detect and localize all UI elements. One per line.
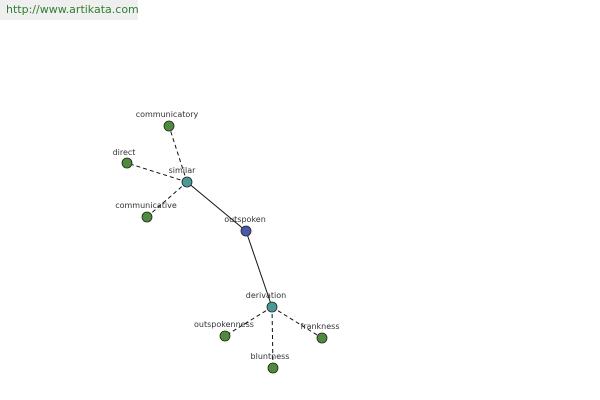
edge-derivation-frankness <box>271 306 323 339</box>
edge-similar-direct <box>126 162 188 183</box>
node-label-communicatory[interactable]: communicatory <box>136 110 199 119</box>
node-direct[interactable] <box>121 157 133 169</box>
edge-outspoken-similar <box>186 181 247 232</box>
edge-derivation-bluntness <box>271 306 274 369</box>
node-communicative[interactable] <box>141 211 153 223</box>
edges-layer <box>126 125 323 369</box>
edge-similar-communicatory <box>168 125 188 183</box>
nodes-layer <box>121 120 328 374</box>
node-derivation[interactable] <box>266 301 278 313</box>
labels-layer: outspoken similar derivation communicatory d… <box>113 110 340 361</box>
site-url-link[interactable]: http://www.artikata.com <box>0 0 139 20</box>
node-label-communicative[interactable]: communicative <box>115 201 177 210</box>
node-label-direct[interactable]: direct <box>113 148 136 157</box>
node-label-outspokenness[interactable]: outspokenness <box>194 320 254 329</box>
node-communicatory[interactable] <box>163 120 175 132</box>
node-outspokenness[interactable] <box>219 330 231 342</box>
node-similar[interactable] <box>181 176 193 188</box>
node-label-bluntness[interactable]: bluntness <box>251 352 290 361</box>
node-bluntness[interactable] <box>267 362 279 374</box>
edge-similar-communicative <box>146 181 188 218</box>
node-outspoken[interactable] <box>240 225 252 237</box>
node-label-outspoken[interactable]: outspoken <box>224 215 266 224</box>
node-label-frankness[interactable]: frankness <box>300 322 339 331</box>
node-frankness[interactable] <box>316 332 328 344</box>
edge-outspoken-derivation <box>245 230 273 308</box>
node-label-similar[interactable]: similar <box>169 166 197 175</box>
node-label-derivation[interactable]: derivation <box>246 291 286 300</box>
edge-derivation-outspokenness <box>224 306 273 337</box>
